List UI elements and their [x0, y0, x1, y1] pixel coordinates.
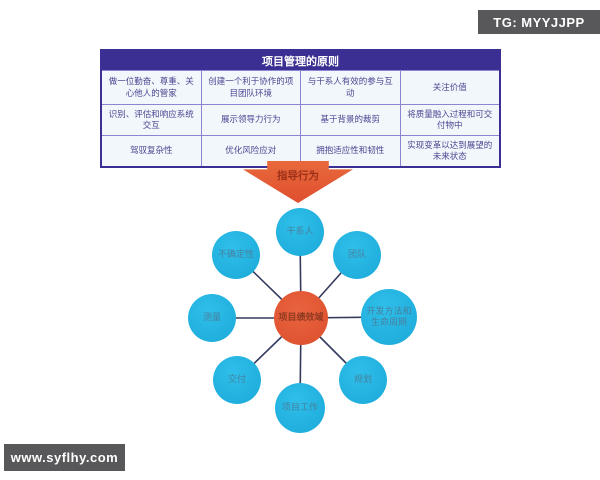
node-label: 测量	[202, 312, 221, 323]
node-label: 干系人	[286, 226, 314, 237]
node-label: 团队	[347, 249, 366, 260]
table-row: 识别、评估和响应系统交互 展示领导力行为 基于背景的裁剪 将质量融入过程和可交付…	[102, 104, 499, 135]
node-project-work: 项目工作	[275, 383, 325, 433]
node-delivery: 交付	[213, 356, 261, 404]
node-stakeholders: 干系人	[276, 208, 324, 256]
node-label: 项目工作	[281, 402, 318, 413]
website-badge-text: www.syflhy.com	[10, 450, 119, 465]
principle-cell: 创建一个利于协作的项目团队环境	[201, 71, 300, 104]
node-measurement: 测量	[188, 294, 236, 342]
table-row: 驾驭复杂性 优化风险应对 拥抱适应性和韧性 实现变革以达到展望的未来状态	[102, 135, 499, 166]
arrow-label: 指导行为	[277, 170, 319, 182]
node-development-approach-lifecycle: 开发方法和生命周期	[361, 289, 417, 345]
node-team: 团队	[333, 231, 381, 279]
node-label: 规划	[353, 374, 372, 385]
website-badge: www.syflhy.com	[4, 444, 125, 471]
principle-cell: 展示领导力行为	[201, 105, 300, 135]
table-row: 做一位勤奋、尊重、关心他人的管家 创建一个利于协作的项目团队环境 与干系人有效的…	[102, 70, 499, 104]
node-label: 开发方法和生命周期	[366, 305, 412, 327]
principle-cell: 与干系人有效的参与互动	[301, 71, 400, 104]
node-uncertainty: 不确定性	[212, 231, 260, 279]
principle-cell: 识别、评估和响应系统交互	[102, 105, 201, 135]
principle-cell: 基于背景的裁剪	[301, 105, 400, 135]
principle-cell: 将质量融入过程和可交付物中	[400, 105, 499, 135]
node-label: 交付	[227, 374, 246, 385]
principles-table: 项目管理的原则 做一位勤奋、尊重、关心他人的管家 创建一个利于协作的项目团队环境…	[100, 49, 501, 168]
telegram-badge-text: TG: MYYJJPP	[493, 14, 585, 30]
principle-cell: 关注价值	[400, 71, 499, 104]
hub-label: 项目绩效域	[278, 312, 324, 323]
node-project-performance-domains: 项目绩效域	[274, 291, 328, 345]
telegram-badge: TG: MYYJJPP	[478, 10, 600, 34]
principles-table-title: 项目管理的原则	[102, 51, 499, 70]
principle-cell: 驾驭复杂性	[102, 136, 201, 166]
principle-cell: 做一位勤奋、尊重、关心他人的管家	[102, 71, 201, 104]
node-planning: 规划	[339, 356, 387, 404]
principle-cell: 实现变革以达到展望的未来状态	[400, 136, 499, 166]
node-label: 不确定性	[217, 249, 254, 260]
